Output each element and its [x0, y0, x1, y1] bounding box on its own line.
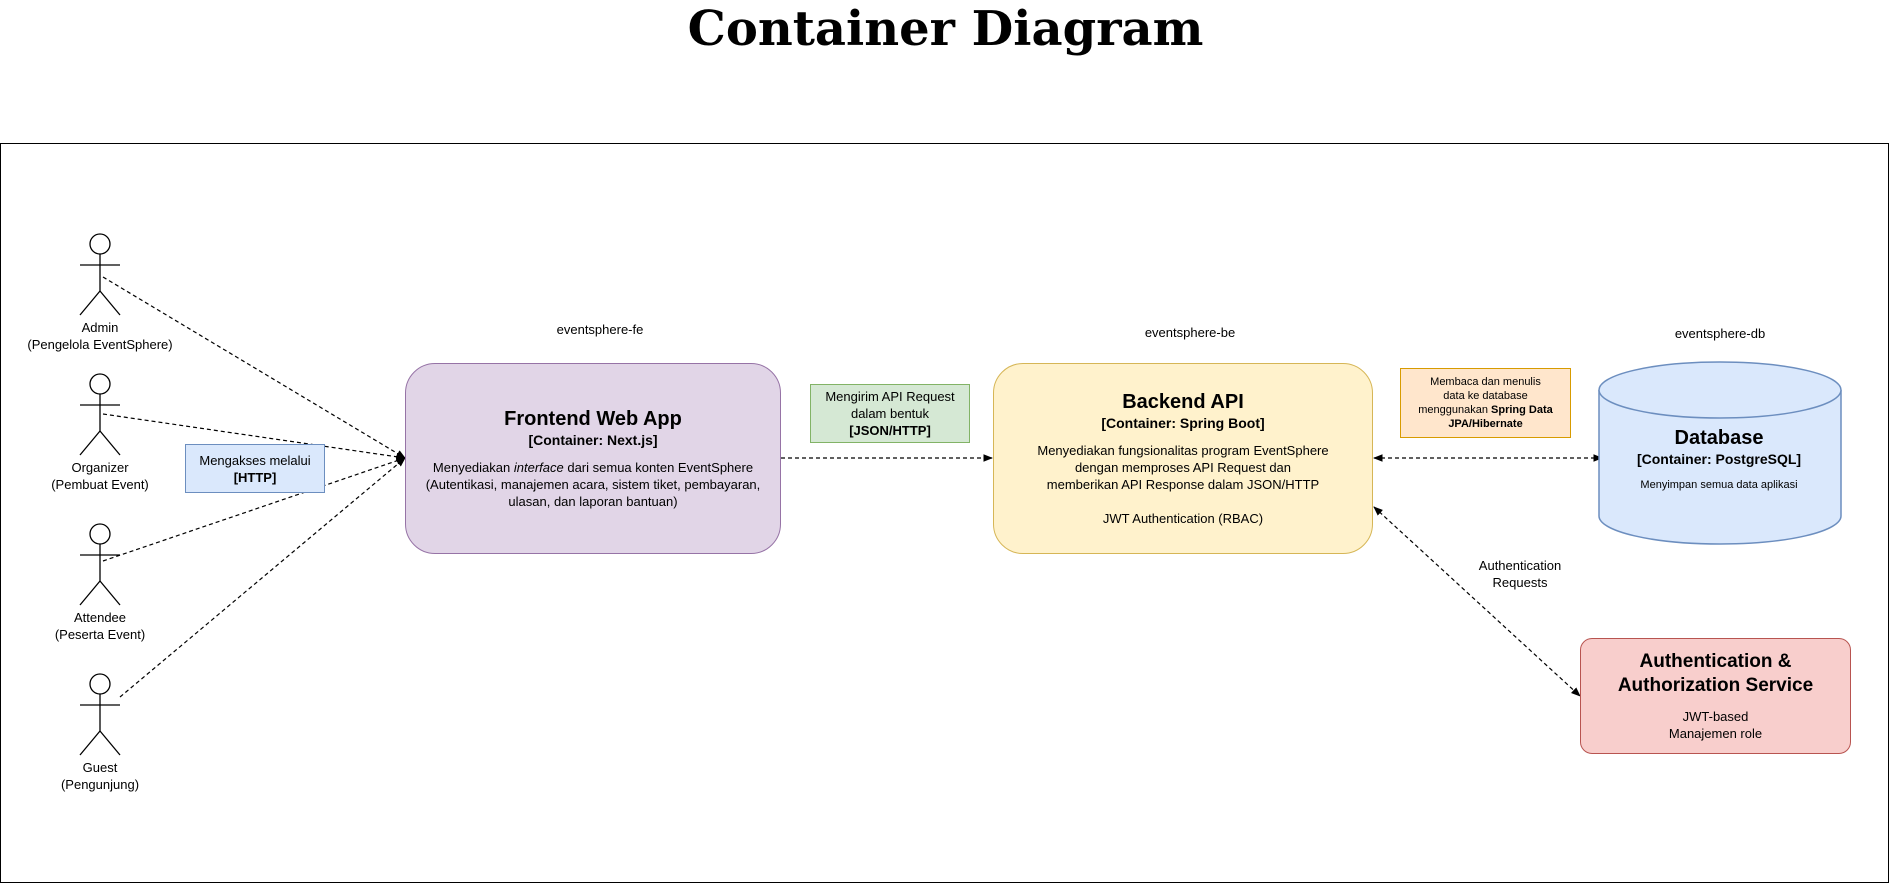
- db-note-line4: JPA/Hibernate: [1448, 418, 1523, 430]
- auth-service-title-line1: Authentication &: [1639, 651, 1792, 672]
- actor-organizer-name: Organizer: [71, 460, 129, 475]
- diagram-frame: [0, 143, 1889, 883]
- be-auth-connector: [1373, 506, 1581, 697]
- auth-service-title-line2: Authorization Service: [1617, 675, 1814, 696]
- backend-desc-line3: memberikan API Response dalam JSON/HTTP: [1046, 477, 1320, 492]
- backend-auth-line: JWT Authentication (RBAC): [1102, 511, 1264, 526]
- organizer-connector: [102, 413, 406, 461]
- frontend-description: Menyediakan interface dari semua konten …: [426, 459, 761, 510]
- actor-guest-figure: [79, 673, 121, 756]
- actor-organizer-label: Organizer (Pembuat Event): [0, 459, 200, 493]
- database-cylinder: [1598, 361, 1842, 545]
- backend-id-label: eventsphere-be: [1144, 325, 1236, 340]
- api-note-line1: Mengirim API Request: [825, 389, 955, 404]
- frontend-desc-em: interface: [513, 460, 564, 475]
- backend-container-type: [Container: Spring Boot]: [1101, 415, 1265, 431]
- db-note-line2: data ke database: [1443, 390, 1528, 402]
- db-note-line3-pre: menggunakan: [1418, 404, 1492, 416]
- api-request-note: Mengirim API Request dalam bentuk [JSON/…: [810, 384, 970, 443]
- backend-desc-line2: dengan memproses API Request dan: [1074, 460, 1292, 475]
- frontend-container-type: [Container: Next.js]: [528, 432, 658, 448]
- backend-description: Menyediakan fungsionalitas program Event…: [1037, 442, 1328, 527]
- database-container[interactable]: Database [Container: PostgreSQL] Menyimp…: [1598, 426, 1840, 492]
- frontend-desc-line2: (Autentikasi, manajemen acara, sistem ti…: [425, 477, 761, 492]
- database-container-type: [Container: PostgreSQL]: [1636, 451, 1802, 467]
- backend-desc-line1: Menyediakan fungsionalitas program Event…: [1037, 443, 1329, 458]
- access-note: Mengakses melalui [HTTP]: [185, 444, 325, 493]
- actor-admin-label: Admin (Pengelola EventSphere): [0, 319, 200, 353]
- actor-admin-figure: [79, 233, 121, 316]
- actor-admin-role: (Pengelola EventSphere): [27, 337, 173, 352]
- actor-organizer-role: (Pembuat Event): [51, 477, 149, 492]
- auth-service-description: JWT-based Manajemen role: [1669, 708, 1762, 742]
- actor-attendee-label: Attendee (Peserta Event): [0, 609, 200, 643]
- auth-service-desc-line1: JWT-based: [1682, 709, 1749, 724]
- auth-requests-line2: Requests: [1492, 575, 1548, 590]
- database-title: Database: [1674, 427, 1764, 449]
- actor-admin-name: Admin: [81, 320, 119, 335]
- frontend-container[interactable]: Frontend Web App [Container: Next.js] Me…: [405, 363, 781, 554]
- actor-organizer-figure: [79, 373, 121, 456]
- api-note-line2: dalam bentuk: [850, 406, 930, 421]
- api-note-line3: [JSON/HTTP]: [849, 423, 931, 438]
- access-note-line2: [HTTP]: [233, 469, 277, 485]
- admin-connector: [102, 276, 406, 459]
- frontend-id-label: eventsphere-fe: [556, 322, 644, 337]
- frontend-desc-line3: ulasan, dan laporan bantuan): [508, 494, 678, 509]
- actor-attendee-name: Attendee: [73, 610, 127, 625]
- db-access-note: Membaca dan menulis data ke database men…: [1400, 368, 1571, 438]
- actor-guest-label: Guest (Pengunjung): [0, 759, 200, 793]
- actor-guest-role: (Pengunjung): [60, 777, 140, 792]
- diagram-title: Container Diagram: [687, 1, 1204, 57]
- actor-guest-name: Guest: [82, 760, 118, 775]
- auth-service-desc-line2: Manajemen role: [1668, 726, 1763, 741]
- db-note-line3-bold: Spring Data: [1491, 404, 1553, 416]
- auth-service-container[interactable]: Authentication & Authorization Service J…: [1580, 638, 1851, 754]
- db-note-line1: Membaca dan menulis: [1430, 376, 1541, 388]
- access-note-line1: Mengakses melalui: [199, 452, 311, 468]
- database-id-label: eventsphere-db: [1674, 326, 1766, 341]
- actor-attendee-role: (Peserta Event): [54, 627, 146, 642]
- auth-requests-label: Authentication Requests: [1460, 557, 1580, 591]
- frontend-desc-post: dari semua konten EventSphere: [563, 460, 754, 475]
- frontend-title: Frontend Web App: [504, 408, 682, 430]
- frontend-desc-pre: Menyediakan: [432, 460, 514, 475]
- guest-connector: [119, 457, 406, 698]
- database-description: Menyimpan semua data aplikasi: [1640, 479, 1798, 491]
- actor-attendee-figure: [79, 523, 121, 606]
- backend-title: Backend API: [1122, 391, 1244, 413]
- backend-container[interactable]: Backend API [Container: Spring Boot] Men…: [993, 363, 1373, 554]
- auth-requests-line1: Authentication: [1478, 558, 1562, 573]
